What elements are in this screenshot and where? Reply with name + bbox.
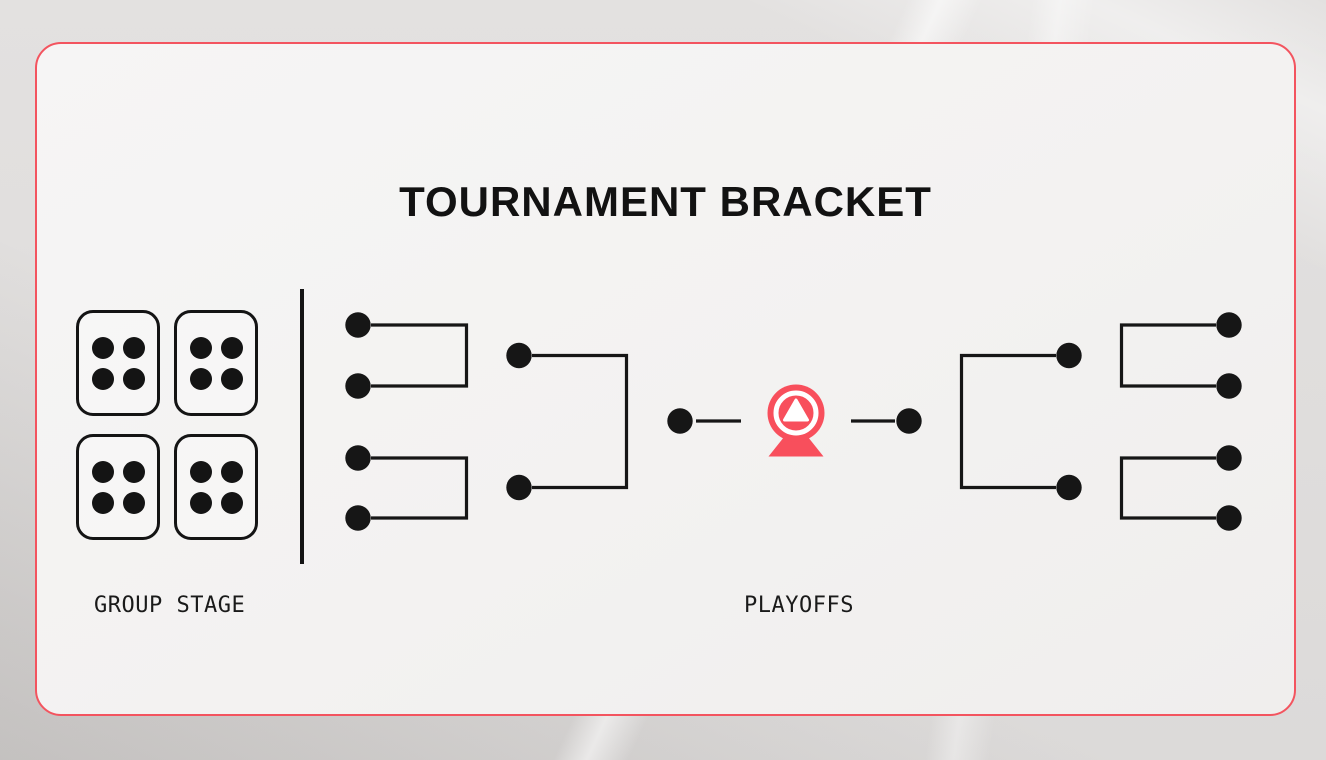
playoffs-label: PLAYOFFS [744,593,854,618]
team-dot-icon [91,460,114,483]
team-dot-icon [91,491,114,514]
team-dot-icon [122,367,145,390]
group-teams [91,460,145,514]
team-dot-icon [220,491,243,514]
team-dot-icon [122,460,145,483]
group-card [174,310,258,416]
team-dot-icon [189,460,212,483]
group-teams [189,460,243,514]
page-title: TOURNAMENT BRACKET [399,178,932,225]
team-dot-icon [122,491,145,514]
group-card [76,310,160,416]
team-dot-icon [122,336,145,359]
team-dot-icon [220,336,243,359]
group-stage-label: GROUP STAGE [94,593,246,618]
group-teams [189,336,243,390]
group-card [174,434,258,540]
team-dot-icon [220,460,243,483]
team-dot-icon [189,336,212,359]
stage-divider-line [300,289,304,564]
bracket-card: TOURNAMENT BRACKET [35,42,1296,716]
team-dot-icon [189,491,212,514]
group-card [76,434,160,540]
team-dot-icon [91,367,114,390]
team-dot-icon [189,367,212,390]
team-dot-icon [91,336,114,359]
group-teams [91,336,145,390]
team-dot-icon [220,367,243,390]
